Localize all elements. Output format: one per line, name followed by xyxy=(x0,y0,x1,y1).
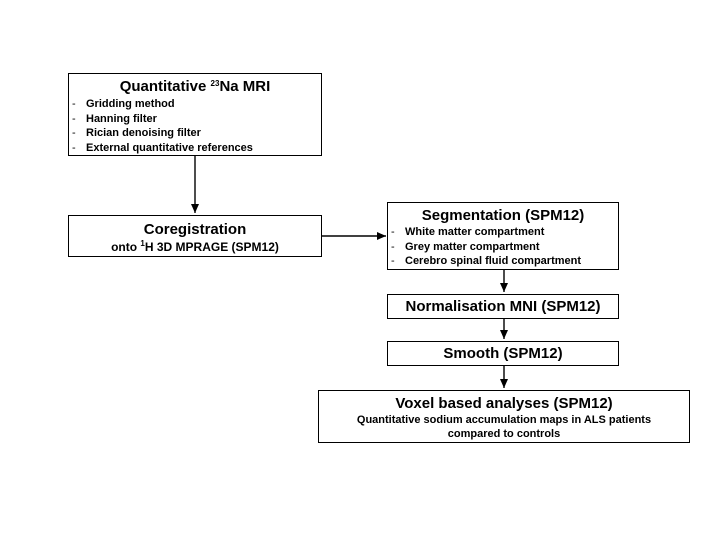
voxel-based-analyses-box: Voxel based analyses (SPM12) Quantitativ… xyxy=(318,390,690,443)
mri-item-label: Hanning filter xyxy=(86,112,157,125)
mri-item-label: Gridding method xyxy=(86,98,175,110)
mri-title-superscript: 23 xyxy=(210,79,220,88)
bullet-dash: - xyxy=(72,98,76,110)
smooth-title: Smooth (SPM12) xyxy=(443,345,563,362)
segmentation-title: Segmentation (SPM12) xyxy=(421,207,585,224)
mri-item-label: Rician denoising filter xyxy=(86,127,201,139)
normalisation-box: Normalisation MNI (SPM12) xyxy=(387,294,619,319)
segmentation-compartment-list: -White matter compartment -Grey matter c… xyxy=(388,225,618,269)
mri-title-suffix: Na MRI xyxy=(219,78,271,95)
list-item: -Cerebro spinal fluid compartment xyxy=(388,254,618,269)
bullet-dash: - xyxy=(391,240,395,253)
quantitative-na-mri-box: Quantitative 23Na MRI -Gridding method -… xyxy=(68,73,322,156)
segmentation-box: Segmentation (SPM12) -White matter compa… xyxy=(387,202,619,270)
coregistration-title: Coregistration xyxy=(143,221,247,238)
list-item: -Rician denoising filter xyxy=(69,126,321,141)
bullet-dash: - xyxy=(72,112,76,125)
voxel-based-analyses-title: Voxel based analyses (SPM12) xyxy=(395,395,613,412)
list-item: -Grey matter compartment xyxy=(388,240,618,255)
bullet-dash: - xyxy=(72,141,76,154)
mri-method-list: -Gridding method -Hanning filter -Rician… xyxy=(69,97,321,155)
list-item: -Gridding method xyxy=(69,97,321,112)
vba-description-line-2: compared to controls xyxy=(447,428,561,440)
vba-description-line-1: Quantitative sodium accumulation maps in… xyxy=(356,414,652,426)
mri-title-prefix: Quantitative xyxy=(119,78,211,95)
bullet-dash: - xyxy=(72,127,76,139)
smooth-box: Smooth (SPM12) xyxy=(387,341,619,366)
coregistration-box: Coregistration onto 1H 3D MPRAGE (SPM12) xyxy=(68,215,322,257)
seg-item-label: Grey matter compartment xyxy=(405,240,540,253)
bullet-dash: - xyxy=(391,226,395,238)
list-item: -White matter compartment xyxy=(388,225,618,240)
mri-item-label: External quantitative references xyxy=(86,141,253,154)
coregistration-subtitle: onto 1H 3D MPRAGE (SPM12) xyxy=(69,239,321,255)
list-item: -Hanning filter xyxy=(69,112,321,127)
quantitative-na-mri-title: Quantitative 23Na MRI xyxy=(69,78,321,96)
bullet-dash: - xyxy=(391,255,395,267)
seg-item-label: White matter compartment xyxy=(405,226,545,238)
coreg-sub-suffix: H 3D MPRAGE (SPM12) xyxy=(144,240,279,254)
list-item: -External quantitative references xyxy=(69,141,321,156)
normalisation-title: Normalisation MNI (SPM12) xyxy=(405,298,601,315)
coreg-sub-prefix: onto xyxy=(111,240,141,254)
coreg-sub-superscript: 1 xyxy=(140,239,145,248)
seg-item-label: Cerebro spinal fluid compartment xyxy=(405,255,582,267)
